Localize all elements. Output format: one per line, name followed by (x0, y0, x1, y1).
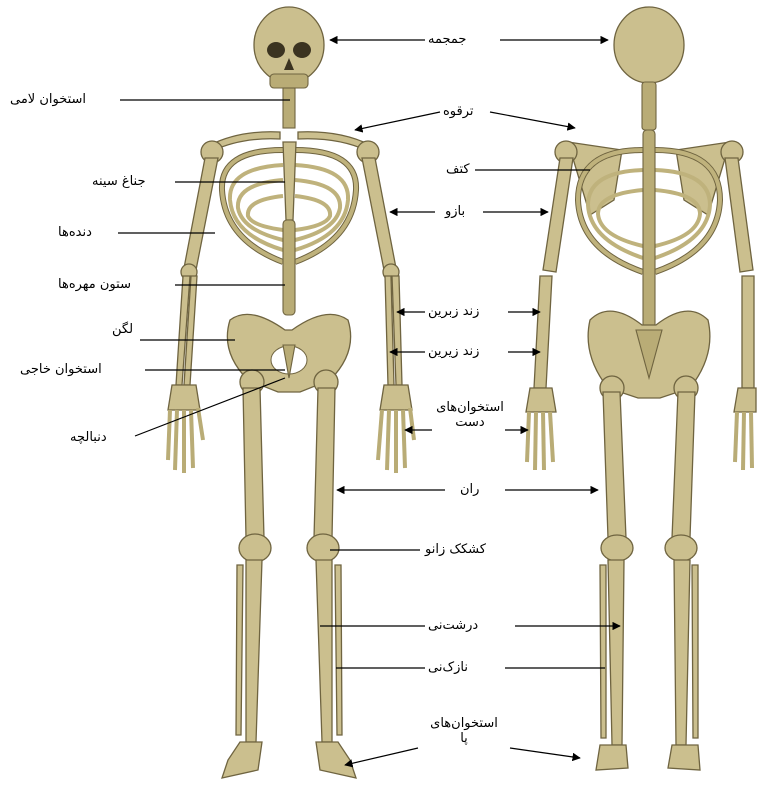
front-fibula-right (335, 565, 342, 735)
back-humerus-left (543, 158, 573, 272)
label-ulna: زند زبرین (428, 304, 479, 319)
front-humerus-right (362, 158, 396, 270)
front-foot-left (222, 742, 262, 778)
back-skull (614, 7, 684, 83)
pointer-foot-back (510, 748, 580, 758)
pointer-clavicle-front (355, 112, 440, 130)
label-femur: ران (460, 482, 479, 497)
front-hand-left (168, 385, 203, 473)
front-patella-left (239, 534, 271, 562)
front-tibia-left (246, 560, 262, 742)
label-patella: کشکک زانو (425, 542, 486, 557)
back-hand-right (734, 388, 756, 470)
back-neck (642, 82, 656, 130)
front-humerus-left (184, 158, 218, 270)
back-skeleton (526, 7, 756, 770)
label-hand-bones-line2: دست (434, 415, 506, 430)
label-foot-bones-line1: استخوان‌های (418, 716, 510, 731)
label-tibia: درشت‌نی (428, 618, 478, 633)
pointer-coccyx (135, 378, 285, 436)
label-humerus: بازو (445, 204, 465, 219)
front-femur-left (243, 388, 264, 538)
label-fibula: نازک‌نی (428, 660, 468, 675)
label-skull: جمجمه (428, 32, 466, 47)
back-tibia-left (608, 560, 624, 745)
label-pelvis: لگن (112, 322, 133, 337)
back-foot-left (596, 745, 628, 770)
front-neck (283, 88, 295, 128)
label-clavicle: ترقوه (443, 104, 474, 119)
pointer-foot-front (345, 748, 418, 765)
back-spine (643, 130, 655, 340)
front-patella-right (307, 534, 339, 562)
back-hand-left (526, 388, 556, 470)
front-femur-right (314, 388, 335, 538)
front-eye-socket-right (293, 42, 311, 58)
back-forearm-left (534, 276, 552, 388)
back-foot-right (668, 745, 700, 770)
label-foot-bones: استخوان‌های پا (418, 716, 510, 746)
front-fibula-left (236, 565, 243, 735)
back-tibia-right (674, 560, 690, 745)
front-eye-socket-left (267, 42, 285, 58)
front-jaw (270, 74, 308, 88)
label-hyoid: استخوان لامی (10, 92, 86, 107)
front-tibia-right (316, 560, 332, 742)
front-hand-right (378, 385, 414, 473)
label-ribs: دنده‌ها (58, 225, 92, 240)
front-skull (254, 7, 324, 83)
back-forearm-right (742, 276, 754, 388)
front-spine (283, 220, 295, 315)
back-humerus-right (725, 158, 753, 272)
pointer-clavicle-back (490, 112, 575, 128)
label-radius: زند زیرین (428, 344, 479, 359)
front-skeleton (168, 7, 414, 778)
back-knee-right (665, 535, 697, 561)
front-sternum (283, 142, 296, 220)
back-fibula-right (692, 565, 698, 738)
back-femur-left (603, 392, 626, 538)
label-sacrum: استخوان خاجی (20, 362, 102, 377)
label-coccyx: دنبالچه (70, 430, 107, 445)
back-fibula-left (600, 565, 606, 738)
label-spine: ستون مهره‌ها (58, 277, 131, 292)
label-sternum: جناغ سینه (92, 174, 146, 189)
back-femur-right (672, 392, 695, 538)
label-scapula: کتف (446, 162, 470, 177)
label-hand-bones: استخوان‌های دست (434, 400, 506, 430)
label-hand-bones-line1: استخوان‌های (434, 400, 506, 415)
front-foot-right (316, 742, 356, 778)
label-foot-bones-line2: پا (418, 731, 510, 746)
back-knee-left (601, 535, 633, 561)
